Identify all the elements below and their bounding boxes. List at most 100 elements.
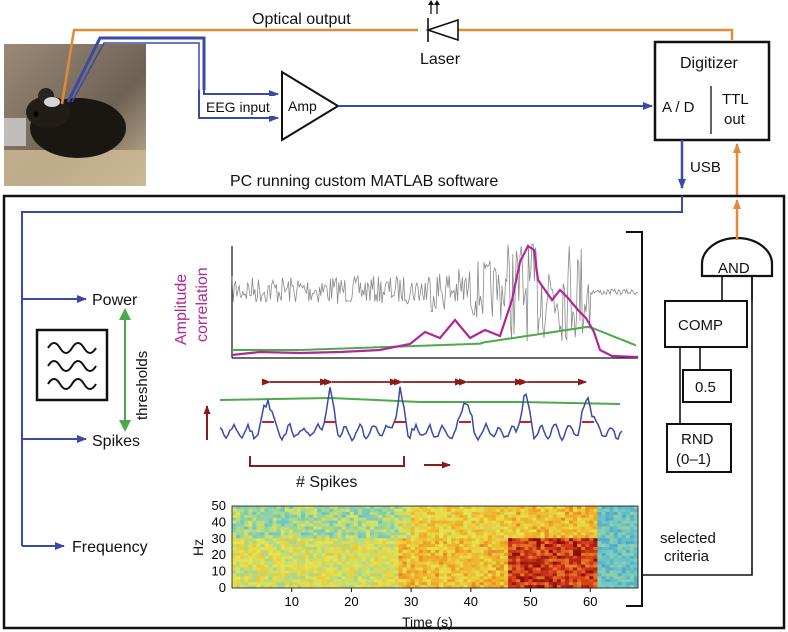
heatmap-cell bbox=[353, 585, 359, 589]
heatmap-cell bbox=[402, 517, 407, 522]
heatmap-cell bbox=[329, 511, 334, 516]
heatmap-cell bbox=[374, 520, 379, 524]
heatmap-cell bbox=[499, 517, 505, 522]
heatmap-cell bbox=[633, 544, 639, 548]
heatmap-cell bbox=[536, 529, 541, 533]
heatmap-cell bbox=[581, 508, 586, 513]
heatmap-cell bbox=[406, 585, 412, 589]
heatmap-cell bbox=[422, 549, 428, 554]
heatmap-cell bbox=[402, 508, 407, 513]
heatmap-cell bbox=[609, 535, 615, 539]
heatmap-cell bbox=[418, 547, 424, 551]
heatmap-cell bbox=[378, 555, 383, 560]
heatmap-cell bbox=[447, 520, 452, 524]
heatmap-cell bbox=[471, 506, 476, 510]
heatmap-cell bbox=[244, 506, 249, 510]
heatmap-cell bbox=[475, 561, 481, 565]
heatmap-cell bbox=[329, 570, 334, 574]
heatmap-cell bbox=[609, 529, 615, 533]
heatmap-cell bbox=[248, 555, 253, 560]
heatmap-cell bbox=[544, 544, 550, 548]
heatmap-cell bbox=[483, 564, 489, 568]
heatmap-cell bbox=[613, 555, 619, 560]
heatmap-cell bbox=[410, 541, 416, 545]
heatmap-cell bbox=[593, 582, 598, 586]
spectrogram-xlabel: Time (s) bbox=[402, 614, 453, 630]
heatmap-cell bbox=[256, 526, 261, 530]
heatmap-cell bbox=[495, 538, 501, 542]
heatmap-cell bbox=[471, 576, 476, 580]
heatmap-cell bbox=[605, 544, 610, 548]
heatmap-cell bbox=[349, 573, 355, 577]
heatmap-cell bbox=[528, 552, 533, 557]
heatmap-cell bbox=[560, 564, 566, 568]
heatmap-cell bbox=[475, 520, 481, 524]
heatmap-cell bbox=[232, 582, 237, 586]
heatmap-cell bbox=[504, 564, 509, 568]
heatmap-cell bbox=[378, 523, 383, 527]
heatmap-cell bbox=[577, 576, 582, 580]
heatmap-cell bbox=[357, 561, 363, 565]
heatmap-cell bbox=[508, 517, 513, 522]
heatmap-cell bbox=[633, 564, 639, 568]
heatmap-cell bbox=[471, 579, 476, 583]
heatmap-cell bbox=[443, 582, 448, 586]
heatmap-cell bbox=[422, 582, 428, 586]
heatmap-cell bbox=[577, 526, 582, 530]
heatmap-cell bbox=[483, 547, 489, 551]
heatmap-cell bbox=[240, 567, 245, 571]
heatmap-cell bbox=[435, 585, 440, 589]
heatmap-cell bbox=[386, 508, 391, 513]
heatmap-cell bbox=[520, 585, 525, 589]
heatmap-cell bbox=[573, 585, 578, 589]
heatmap-cell bbox=[625, 558, 631, 563]
heatmap-cell bbox=[463, 561, 468, 565]
heatmap-cell bbox=[585, 520, 590, 524]
heatmap-cell bbox=[394, 506, 399, 510]
heatmap-cell bbox=[516, 561, 521, 565]
heatmap-cell bbox=[451, 549, 456, 554]
heatmap-cell bbox=[256, 532, 261, 536]
heatmap-cell bbox=[240, 526, 245, 530]
heatmap-cell bbox=[305, 549, 310, 554]
heatmap-cell bbox=[487, 514, 493, 519]
heatmap-cell bbox=[512, 558, 517, 563]
heatmap-cell bbox=[625, 564, 631, 568]
heatmap-cell bbox=[357, 529, 363, 533]
heatmap-cell bbox=[244, 529, 249, 533]
heatmap-cell bbox=[560, 567, 566, 571]
y-tick-label: 10 bbox=[212, 564, 226, 579]
heatmap-cell bbox=[244, 573, 249, 577]
heatmap-cell bbox=[516, 549, 521, 554]
heatmap-cell bbox=[252, 529, 257, 533]
heatmap-cell bbox=[232, 532, 237, 536]
heatmap-cell bbox=[633, 561, 639, 565]
heatmap-cell bbox=[520, 579, 525, 583]
heatmap-cell bbox=[540, 511, 546, 516]
heatmap-cell bbox=[585, 517, 590, 522]
heatmap-cell bbox=[410, 558, 416, 563]
heatmap-cell bbox=[236, 532, 241, 536]
heatmap-cell bbox=[443, 526, 448, 530]
heatmap-cell bbox=[361, 576, 367, 580]
heatmap-cell bbox=[467, 508, 472, 513]
heatmap-cell bbox=[301, 526, 306, 530]
heatmap-cell bbox=[264, 535, 269, 539]
heatmap-cell bbox=[589, 582, 594, 586]
spike-trace bbox=[219, 386, 623, 443]
heatmap-cell bbox=[593, 570, 598, 574]
heatmap-cell bbox=[280, 579, 286, 583]
heatmap-cell bbox=[321, 558, 326, 563]
heatmap-cell bbox=[532, 570, 537, 574]
heatmap-cell bbox=[463, 544, 468, 548]
heatmap-cell bbox=[479, 526, 485, 530]
heatmap-cell bbox=[288, 555, 294, 560]
heatmap-cell bbox=[341, 544, 347, 548]
heatmap-cell bbox=[629, 552, 635, 557]
heatmap-cell bbox=[633, 538, 639, 542]
heatmap-cell bbox=[317, 561, 322, 565]
heatmap-cell bbox=[345, 582, 351, 586]
heatmap-cell bbox=[451, 508, 456, 513]
heatmap-cell bbox=[418, 561, 424, 565]
heatmap-cell bbox=[451, 520, 456, 524]
